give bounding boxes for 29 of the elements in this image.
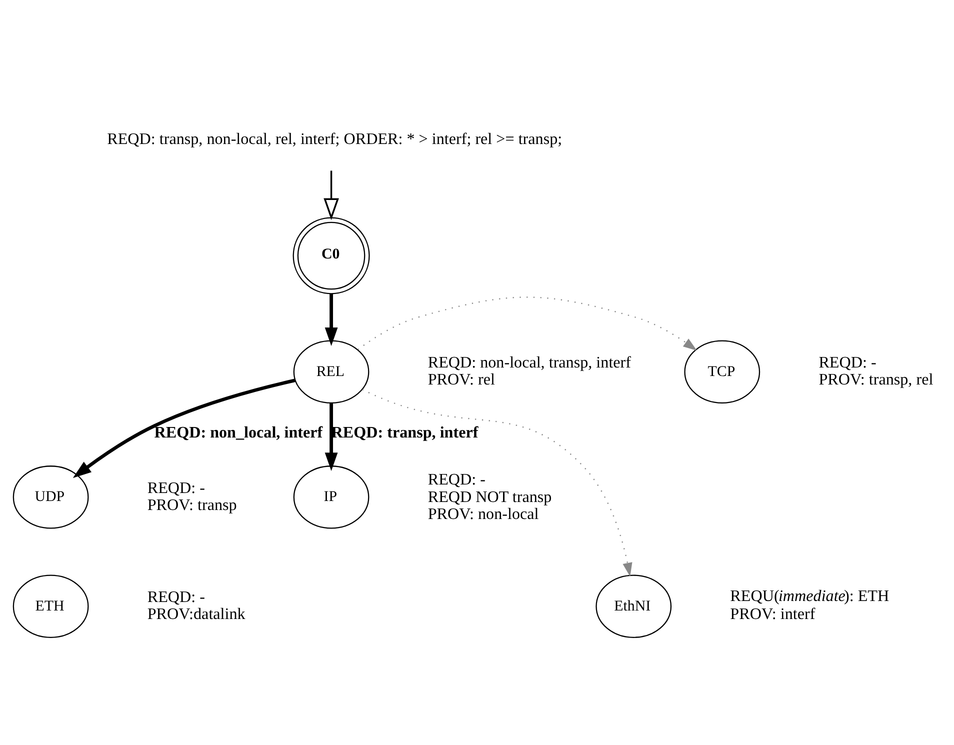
node-label: PROV: non-local <box>428 506 539 523</box>
node-ellipse: ETH <box>12 574 89 638</box>
arrow <box>324 293 338 346</box>
node-circle: C0 <box>292 216 370 294</box>
edge-label: REQD: transp, interf <box>331 424 478 442</box>
arrow <box>324 170 339 220</box>
node-label: PROV:datalink <box>147 606 246 623</box>
edge-label: REQD: non_local, interf <box>154 424 323 442</box>
node-label: PROV: interf <box>730 606 816 623</box>
node-label: REQD: non-local, transp, interf <box>428 354 632 371</box>
node-label: REQD: - <box>147 588 205 606</box>
node-label: REQU(immediate): ETH <box>730 587 890 604</box>
node-ellipse: REL <box>293 340 370 403</box>
node-label: PROV: transp, rel <box>818 371 934 388</box>
node-text: REQD: transp, non-local, rel, interf; ORDER: * > interf; rel >= transp; <box>107 130 562 148</box>
node-label: REQD: - <box>147 479 205 496</box>
node-label: REQD: - <box>428 471 486 488</box>
arrow <box>358 296 697 350</box>
node-ellipse: IP <box>293 465 370 528</box>
node-ellipse: UDP <box>12 465 89 528</box>
arrow <box>324 402 338 471</box>
node-label: REQD NOT transp <box>428 488 552 506</box>
arrow <box>72 378 296 478</box>
node-label: PROV: transp <box>147 496 237 514</box>
node-label: PROV: rel <box>428 371 495 388</box>
node-label: REQD: - <box>818 354 876 371</box>
node-ellipse: EthNI <box>596 574 672 638</box>
node-ellipse: TCP <box>684 340 760 403</box>
arrow <box>362 388 632 576</box>
